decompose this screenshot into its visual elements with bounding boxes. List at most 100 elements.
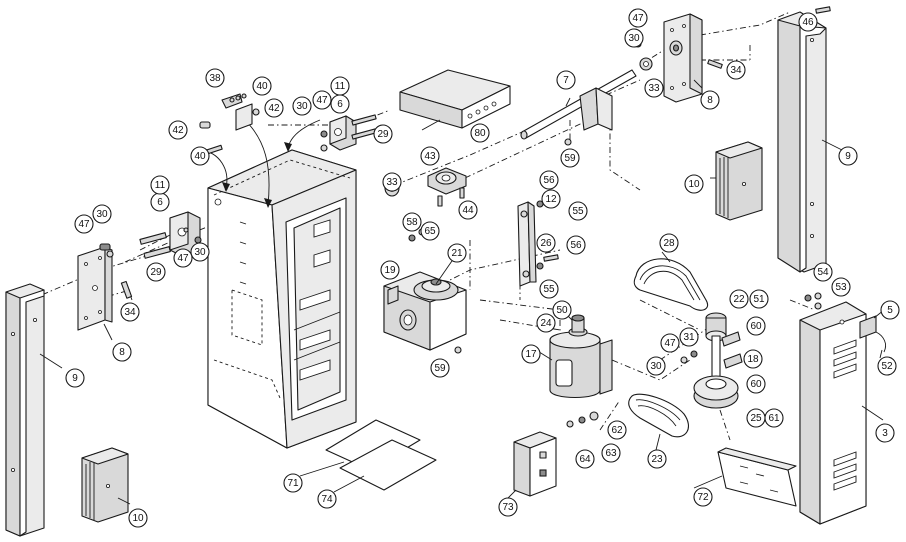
callout-58: 58	[402, 212, 422, 232]
callout-circle	[556, 70, 576, 90]
callout-circle	[552, 300, 572, 320]
callout-9: 9	[65, 368, 85, 388]
callout-number: 29	[377, 129, 389, 140]
callout-54: 54	[813, 262, 833, 282]
left-mount-plate	[77, 246, 113, 331]
callout-number: 21	[451, 248, 463, 259]
callout-circle	[120, 302, 140, 322]
callout-47: 47	[173, 248, 193, 268]
callout-circle	[749, 289, 769, 309]
callout-circle	[798, 12, 818, 32]
callout-60: 60	[746, 374, 766, 394]
callout-53: 53	[831, 277, 851, 297]
callout-29: 29	[146, 262, 166, 282]
callout-circle	[624, 28, 644, 48]
callout-circle	[292, 96, 312, 116]
callout-circle	[646, 356, 666, 376]
callout-number: 40	[194, 151, 206, 162]
callout-circle	[726, 60, 746, 80]
callout-number: 56	[543, 175, 555, 186]
callout-28: 28	[659, 233, 679, 253]
callout-38: 38	[205, 68, 225, 88]
callout-52: 52	[877, 356, 897, 376]
callout-number: 71	[287, 478, 299, 489]
callout-number: 64	[579, 454, 591, 465]
callout-47: 47	[660, 333, 680, 353]
callout-33: 33	[382, 172, 402, 192]
callout-8: 8	[700, 90, 720, 110]
callout-number: 11	[155, 180, 166, 191]
callout-17: 17	[521, 344, 541, 364]
callout-circle	[831, 277, 851, 297]
bottom-sheets	[325, 419, 437, 491]
callout-circle	[743, 349, 763, 369]
callout-40: 40	[190, 146, 210, 166]
callout-circle	[764, 408, 784, 428]
callout-circle	[74, 214, 94, 234]
callout-25: 25	[746, 408, 766, 428]
callout-circle	[264, 98, 284, 118]
callout-number: 43	[424, 151, 436, 162]
callout-number: 54	[817, 267, 829, 278]
callout-34: 34	[120, 302, 140, 322]
connecting-link	[517, 138, 572, 287]
callout-circle	[458, 200, 478, 220]
callout-42: 42	[264, 98, 284, 118]
callout-number: 40	[256, 81, 268, 92]
callout-number: 63	[605, 448, 617, 459]
callout-circle	[168, 120, 188, 140]
callout-number: 55	[543, 284, 555, 295]
callout-circle	[470, 123, 490, 143]
callout-number: 61	[768, 413, 780, 424]
callout-34: 34	[726, 60, 746, 80]
callout-64: 64	[575, 449, 595, 469]
callout-18: 18	[743, 349, 763, 369]
callout-circle	[330, 76, 350, 96]
callout-circle	[746, 316, 766, 336]
callout-51: 51	[749, 289, 769, 309]
callout-number: 18	[747, 354, 759, 365]
callout-number: 80	[474, 128, 486, 139]
callout-circle	[252, 76, 272, 96]
control-cover-box	[399, 69, 511, 129]
callout-number: 73	[502, 502, 514, 513]
callout-71: 71	[283, 473, 303, 493]
callout-circle	[373, 124, 393, 144]
callout-circle	[128, 508, 148, 528]
callout-number: 25	[750, 413, 762, 424]
callout-11: 11	[330, 76, 350, 96]
callout-number: 51	[753, 294, 765, 305]
callout-circle	[568, 201, 588, 221]
callout-number: 12	[545, 194, 557, 205]
callout-number: 59	[434, 363, 446, 374]
callout-number: 3	[882, 428, 888, 439]
gear-reducer	[383, 228, 467, 354]
callout-number: 30	[96, 209, 108, 220]
callout-62: 62	[607, 420, 627, 440]
callout-circle	[693, 487, 713, 507]
callout-56: 56	[539, 170, 559, 190]
left-hardware	[99, 232, 171, 301]
drive-belt-lower	[628, 393, 689, 438]
callout-circle	[684, 174, 704, 194]
callout-23: 23	[647, 449, 667, 469]
callout-circle	[92, 204, 112, 224]
callout-63: 63	[601, 443, 621, 463]
switch-bracket	[199, 93, 260, 156]
callout-30: 30	[190, 242, 210, 262]
callout-circle	[647, 449, 667, 469]
callout-number: 9	[845, 151, 851, 162]
callout-circle	[536, 313, 556, 333]
callout-60: 60	[746, 316, 766, 336]
callout-number: 47	[177, 253, 189, 264]
callout-26: 26	[536, 233, 556, 253]
callout-43: 43	[420, 146, 440, 166]
callout-circle	[566, 235, 586, 255]
callout-29: 29	[373, 124, 393, 144]
callout-number: 47	[664, 338, 676, 349]
callout-33: 33	[644, 78, 664, 98]
left-bracket	[169, 211, 202, 257]
callout-circle	[498, 497, 518, 517]
right-top-bracket	[320, 114, 377, 152]
